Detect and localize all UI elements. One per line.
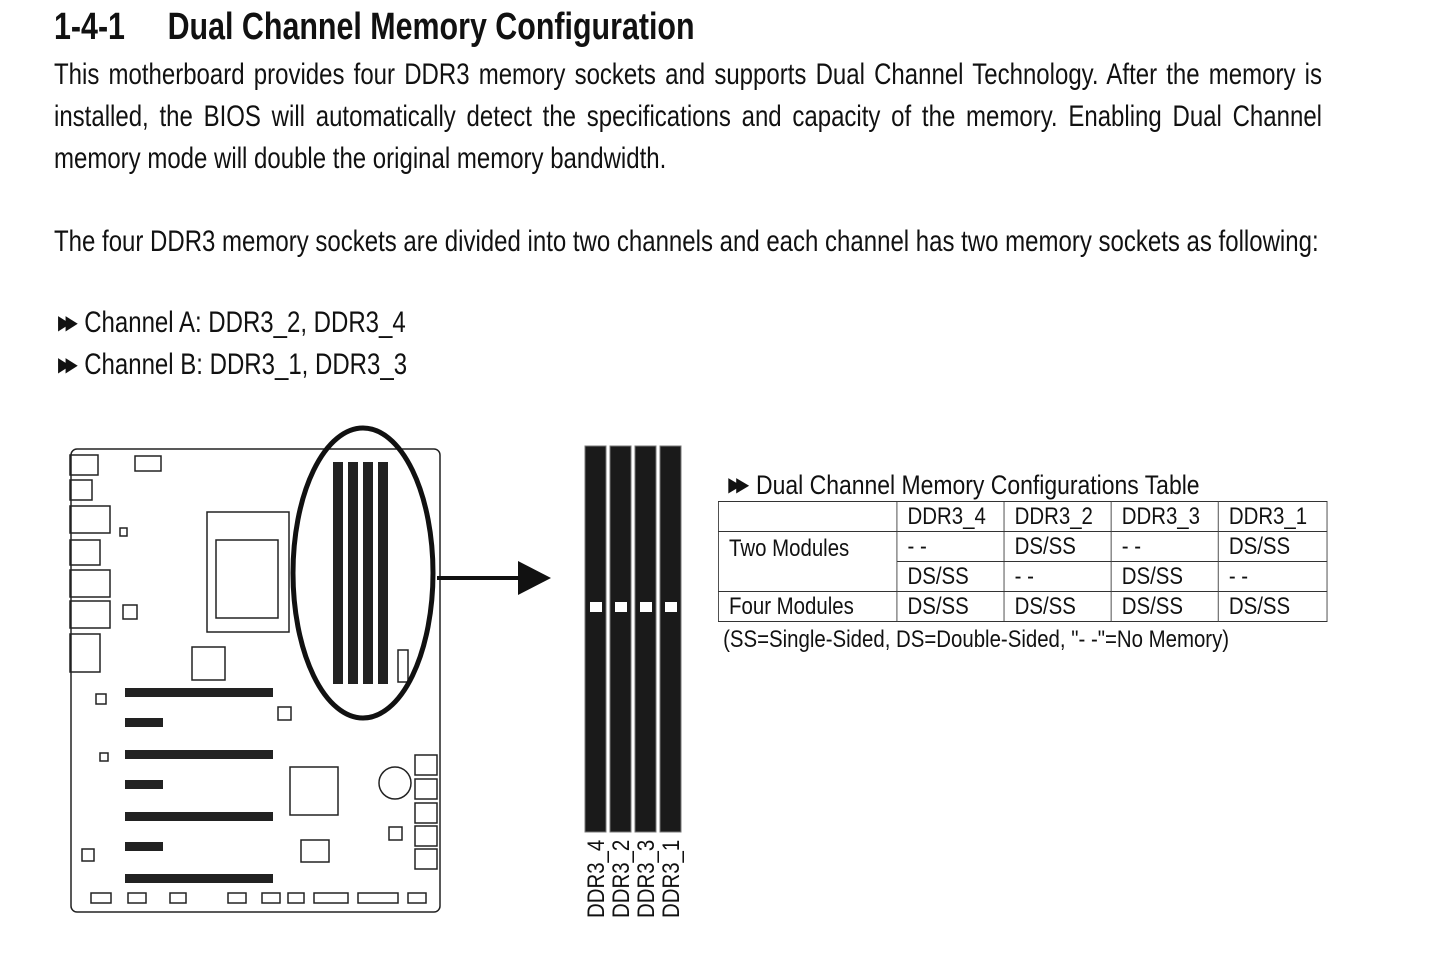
table-header-row: DDR3_4 DDR3_2 DDR3_3 DDR3_1 <box>717 501 1328 532</box>
highlight-circle <box>290 425 436 721</box>
table-cell: DS/SS <box>1110 591 1219 622</box>
table-note: (SS=Single-Sided, DS=Double-Sided, "- -"… <box>723 626 1230 653</box>
header-cell: DDR3_3 <box>1110 501 1219 532</box>
table-cell: - - <box>1110 531 1219 562</box>
section-number: 1-4-1 <box>54 6 125 48</box>
header-cell: DDR3_2 <box>1003 501 1112 532</box>
table-cell: - - <box>1217 561 1328 592</box>
config-table-section: ▶▶ Dual Channel Memory Configurations Tab… <box>717 470 1328 654</box>
double-triangle-right-icon: ▶▶ <box>58 354 78 376</box>
section-heading: 1-4-1 Dual Channel Memory Configuration <box>54 6 695 49</box>
channel-a-text: Channel A: DDR3_2, DDR3_4 <box>84 306 406 339</box>
channels-paragraph: The four DDR3 memory sockets are divided… <box>54 225 1319 258</box>
table-row: DS/SS - - DS/SS - - <box>718 561 1328 592</box>
table-row: Two Modules - - DS/SS - - DS/SS <box>717 531 1328 592</box>
table-row: Four Modules DS/SS DS/SS DS/SS DS/SS <box>717 591 1328 622</box>
table-cell: DS/SS <box>896 591 1005 622</box>
table-cell: - - <box>1003 561 1112 592</box>
table-title: ▶▶ Dual Channel Memory Configurations Tab… <box>728 470 1327 501</box>
motherboard-diagram <box>69 425 682 913</box>
dimm-label-ddr3-1: DDR3_1 <box>658 839 685 918</box>
dimm-slots <box>584 445 682 833</box>
header-cell: DDR3_4 <box>896 501 1005 532</box>
intro-paragraph: This motherboard provides four DDR3 memo… <box>54 58 1322 175</box>
header-cell <box>717 501 898 532</box>
table-title-text: Dual Channel Memory Configurations Table <box>756 470 1200 500</box>
dimm-label-ddr3-2: DDR3_2 <box>608 839 635 918</box>
channel-b-item: ▶▶ Channel B: DDR3_1, DDR3_3 <box>58 348 407 382</box>
section-title: Dual Channel Memory Configuration <box>167 6 695 48</box>
table-cell: DS/SS <box>1217 531 1328 562</box>
table-cell: DS/SS <box>896 561 1005 592</box>
dimm-label-ddr3-3: DDR3_3 <box>633 839 660 918</box>
row-label: Four Modules <box>717 591 898 622</box>
double-triangle-right-icon: ▶▶ <box>728 474 749 496</box>
header-cell: DDR3_1 <box>1217 501 1328 532</box>
table-cell: DS/SS <box>1003 531 1112 562</box>
channel-b-text: Channel B: DDR3_1, DDR3_3 <box>84 348 408 381</box>
table-cell: DS/SS <box>1003 591 1112 622</box>
table-cell: - - <box>896 531 1005 562</box>
table-cell: DS/SS <box>1217 591 1328 622</box>
table-cell: DS/SS <box>1110 561 1219 592</box>
memory-config-table: DDR3_4 DDR3_2 DDR3_3 DDR3_1 Two Modules … <box>717 501 1328 622</box>
channel-a-item: ▶▶ Channel A: DDR3_2, DDR3_4 <box>58 306 406 340</box>
double-triangle-right-icon: ▶▶ <box>58 312 78 334</box>
row-label: Two Modules <box>717 531 898 592</box>
arrow-right-icon <box>518 561 551 595</box>
dimm-label-ddr3-4: DDR3_4 <box>583 839 610 918</box>
